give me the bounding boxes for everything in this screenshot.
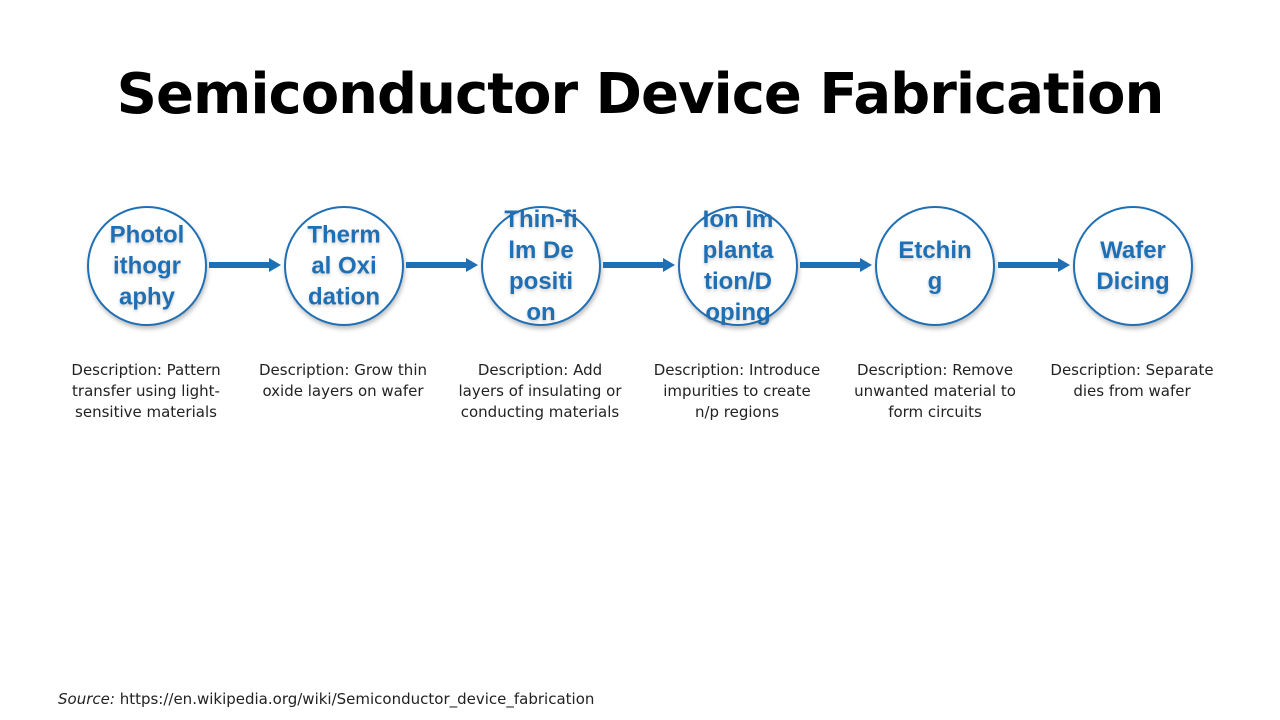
step-circle-photolithography: Photolithography bbox=[87, 206, 207, 326]
step-circle-thin-film-deposition: Thin-film Deposition bbox=[481, 206, 601, 326]
source-citation: Source: https://en.wikipedia.org/wiki/Se… bbox=[58, 690, 594, 708]
step-description: Description: Grow thin oxide layers on w… bbox=[259, 361, 427, 400]
step-description: Description: Introduce impurities to cre… bbox=[653, 361, 821, 421]
arrow-icon bbox=[603, 258, 675, 272]
step-circle-ion-implantation: Ion Implantation/Doping bbox=[678, 206, 798, 326]
step-description: Description: Separate dies from wafer bbox=[1050, 361, 1214, 400]
step-circle-etching: Etching bbox=[875, 206, 995, 326]
arrow-icon bbox=[209, 258, 281, 272]
step-description: Description: Add layers of insulating or… bbox=[458, 361, 622, 421]
source-link[interactable]: https://en.wikipedia.org/wiki/Semiconduc… bbox=[119, 690, 595, 708]
source-prefix: Source: bbox=[58, 690, 115, 708]
step-label: Photolithography bbox=[109, 221, 185, 311]
step-label: Ion Implantation/Doping bbox=[702, 206, 774, 326]
slide-title: Semiconductor Device Fabrication bbox=[116, 62, 1165, 127]
step-description: Description: Pattern transfer using ligh… bbox=[71, 361, 221, 421]
arrow-icon bbox=[998, 258, 1070, 272]
step-label: Etching bbox=[898, 237, 972, 295]
step-label: Thin-film Deposition bbox=[504, 206, 578, 326]
step-description: Description: Remove unwanted material to… bbox=[854, 361, 1016, 421]
step-label: Thermal Oxidation bbox=[307, 221, 381, 311]
step-label: Wafer Dicing bbox=[1096, 237, 1170, 295]
arrow-icon bbox=[800, 258, 872, 272]
step-circle-wafer-dicing: Wafer Dicing bbox=[1073, 206, 1193, 326]
arrow-icon bbox=[406, 258, 478, 272]
step-circle-thermal-oxidation: Thermal Oxidation bbox=[284, 206, 404, 326]
